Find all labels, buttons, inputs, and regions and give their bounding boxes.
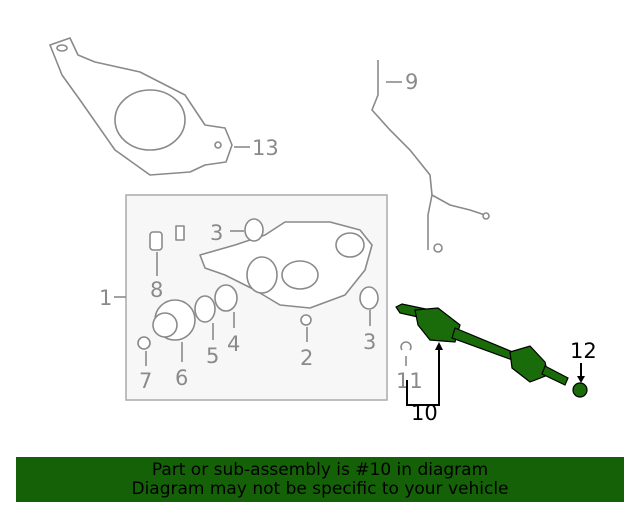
- axle-nut-part-12[interactable]: [572, 382, 588, 398]
- callout-12[interactable]: 12: [570, 339, 597, 363]
- shim-part-5[interactable]: [194, 295, 216, 323]
- differential-housing[interactable]: [199, 221, 373, 309]
- callout-4[interactable]: 4: [227, 332, 240, 356]
- nut-part-7[interactable]: [137, 336, 151, 350]
- heat-shield-part-13[interactable]: [49, 37, 233, 176]
- callout-1[interactable]: 1: [99, 286, 112, 310]
- seal-part-3[interactable]: [244, 218, 264, 242]
- callout-6[interactable]: 6: [175, 366, 188, 390]
- callout-2[interactable]: 2: [300, 346, 313, 370]
- callout-3-upper[interactable]: 3: [210, 221, 223, 245]
- callout-13[interactable]: 13: [252, 136, 279, 160]
- seal-part-3-right[interactable]: [359, 286, 379, 310]
- sensor-part-8[interactable]: [149, 225, 185, 251]
- callout-10[interactable]: 10: [411, 401, 438, 425]
- circlip-part-11[interactable]: [400, 341, 412, 351]
- vent-hose-part-9[interactable]: [371, 60, 490, 253]
- bearing-part-4[interactable]: [214, 284, 238, 312]
- plug-part-2[interactable]: [300, 314, 312, 326]
- banner-line-2: Diagram may not be specific to your vehi…: [131, 479, 509, 499]
- callout-11[interactable]: 11: [396, 369, 423, 393]
- callout-9[interactable]: 9: [405, 70, 418, 94]
- callout-3-right[interactable]: 3: [363, 330, 376, 354]
- callout-5[interactable]: 5: [206, 344, 219, 368]
- callout-8[interactable]: 8: [150, 278, 163, 302]
- info-banner: Part or sub-assembly is #10 in diagram D…: [16, 457, 624, 502]
- flange-part-6[interactable]: [152, 299, 196, 341]
- axle-shaft-part-10[interactable]: [395, 303, 569, 386]
- banner-line-1: Part or sub-assembly is #10 in diagram: [151, 460, 489, 480]
- callout-7[interactable]: 7: [139, 369, 152, 393]
